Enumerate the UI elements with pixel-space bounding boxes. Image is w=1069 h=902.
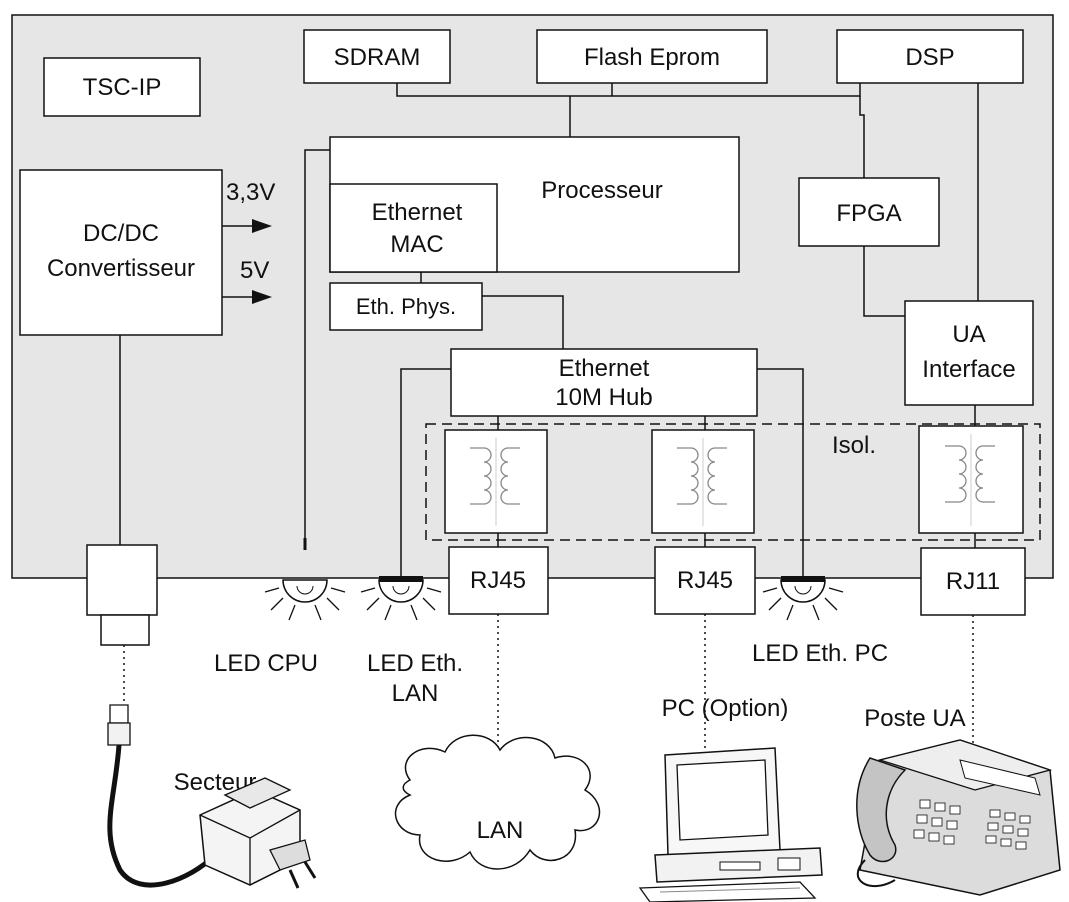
transformer-icon xyxy=(945,434,995,526)
fpga-box: FPGA xyxy=(798,177,940,247)
ethernet-mac-label-1: Ethernet xyxy=(372,199,463,226)
wires xyxy=(119,83,979,578)
fpga-label: FPGA xyxy=(836,200,901,227)
led-icon xyxy=(762,576,844,621)
ua-interface-label-1: UA xyxy=(952,321,985,348)
rj45-lan-label: RJ45 xyxy=(470,567,526,594)
eth-phys-label: Eth. Phys. xyxy=(356,294,456,319)
poste-ua-label: Poste UA xyxy=(864,705,965,732)
sdram-label: SDRAM xyxy=(334,44,421,71)
pc-option-label: PC (Option) xyxy=(662,695,789,722)
ethernet-mac-box: Ethernet MAC xyxy=(329,183,498,273)
sdram-box: SDRAM xyxy=(303,29,451,84)
transformer-pc xyxy=(651,429,755,534)
led-icon xyxy=(360,576,442,621)
rj45-pc-label: RJ45 xyxy=(677,567,733,594)
transformer-icon xyxy=(677,438,727,526)
eth-phys-box: Eth. Phys. xyxy=(329,282,483,331)
led-cpu-label: LED CPU xyxy=(214,650,318,677)
rj45-pc-connector: RJ45 xyxy=(654,546,756,615)
rj11-label: RJ11 xyxy=(946,568,1000,595)
ethernet-mac-label-2: MAC xyxy=(390,231,443,258)
rj45-lan-connector: RJ45 xyxy=(448,546,549,615)
transformer-lan xyxy=(444,429,548,534)
isol-label: Isol. xyxy=(832,432,876,459)
transformer-icon xyxy=(470,438,520,526)
cloud-icon: LAN xyxy=(394,734,601,870)
transformer-ua xyxy=(918,425,1024,534)
voltage-33-label: 3,3V xyxy=(226,179,275,206)
flash-eprom-box: Flash Eprom xyxy=(536,29,768,84)
phone-icon xyxy=(856,739,1061,896)
led-icon xyxy=(264,579,346,621)
led-eth-lan-label-2: LAN xyxy=(392,680,439,707)
led-eth-lan-label-1: LED Eth. xyxy=(367,650,463,677)
dcdc-label-1: DC/DC xyxy=(83,220,159,247)
tsc-ip-label: TSC-IP xyxy=(83,74,162,101)
tsc-ip-box: TSC-IP xyxy=(43,57,201,117)
dsp-box: DSP xyxy=(836,29,1024,84)
ethernet-hub-box: Ethernet 10M Hub xyxy=(450,348,758,417)
voltage-5-label: 5V xyxy=(240,257,269,284)
ethernet-hub-label-2: 10M Hub xyxy=(555,384,652,411)
power-adapter-icon xyxy=(107,704,317,889)
flash-eprom-label: Flash Eprom xyxy=(584,44,720,71)
dcdc-box: DC/DC Convertisseur xyxy=(19,169,223,336)
led-eth-pc-label: LED Eth. PC xyxy=(752,640,888,667)
ua-interface-label-2: Interface xyxy=(922,356,1015,383)
dsp-label: DSP xyxy=(905,44,954,71)
dcdc-label-2: Convertisseur xyxy=(47,255,195,282)
ethernet-hub-label-1: Ethernet xyxy=(559,355,650,382)
isolation-boundary xyxy=(425,423,1041,541)
power-plug-icon xyxy=(86,544,158,646)
lan-label: LAN xyxy=(477,817,524,844)
processeur-label: Processeur xyxy=(541,177,662,204)
ua-interface-box: UA Interface xyxy=(904,300,1034,406)
pc-icon xyxy=(638,747,823,902)
rj11-connector: RJ11 xyxy=(920,547,1026,616)
